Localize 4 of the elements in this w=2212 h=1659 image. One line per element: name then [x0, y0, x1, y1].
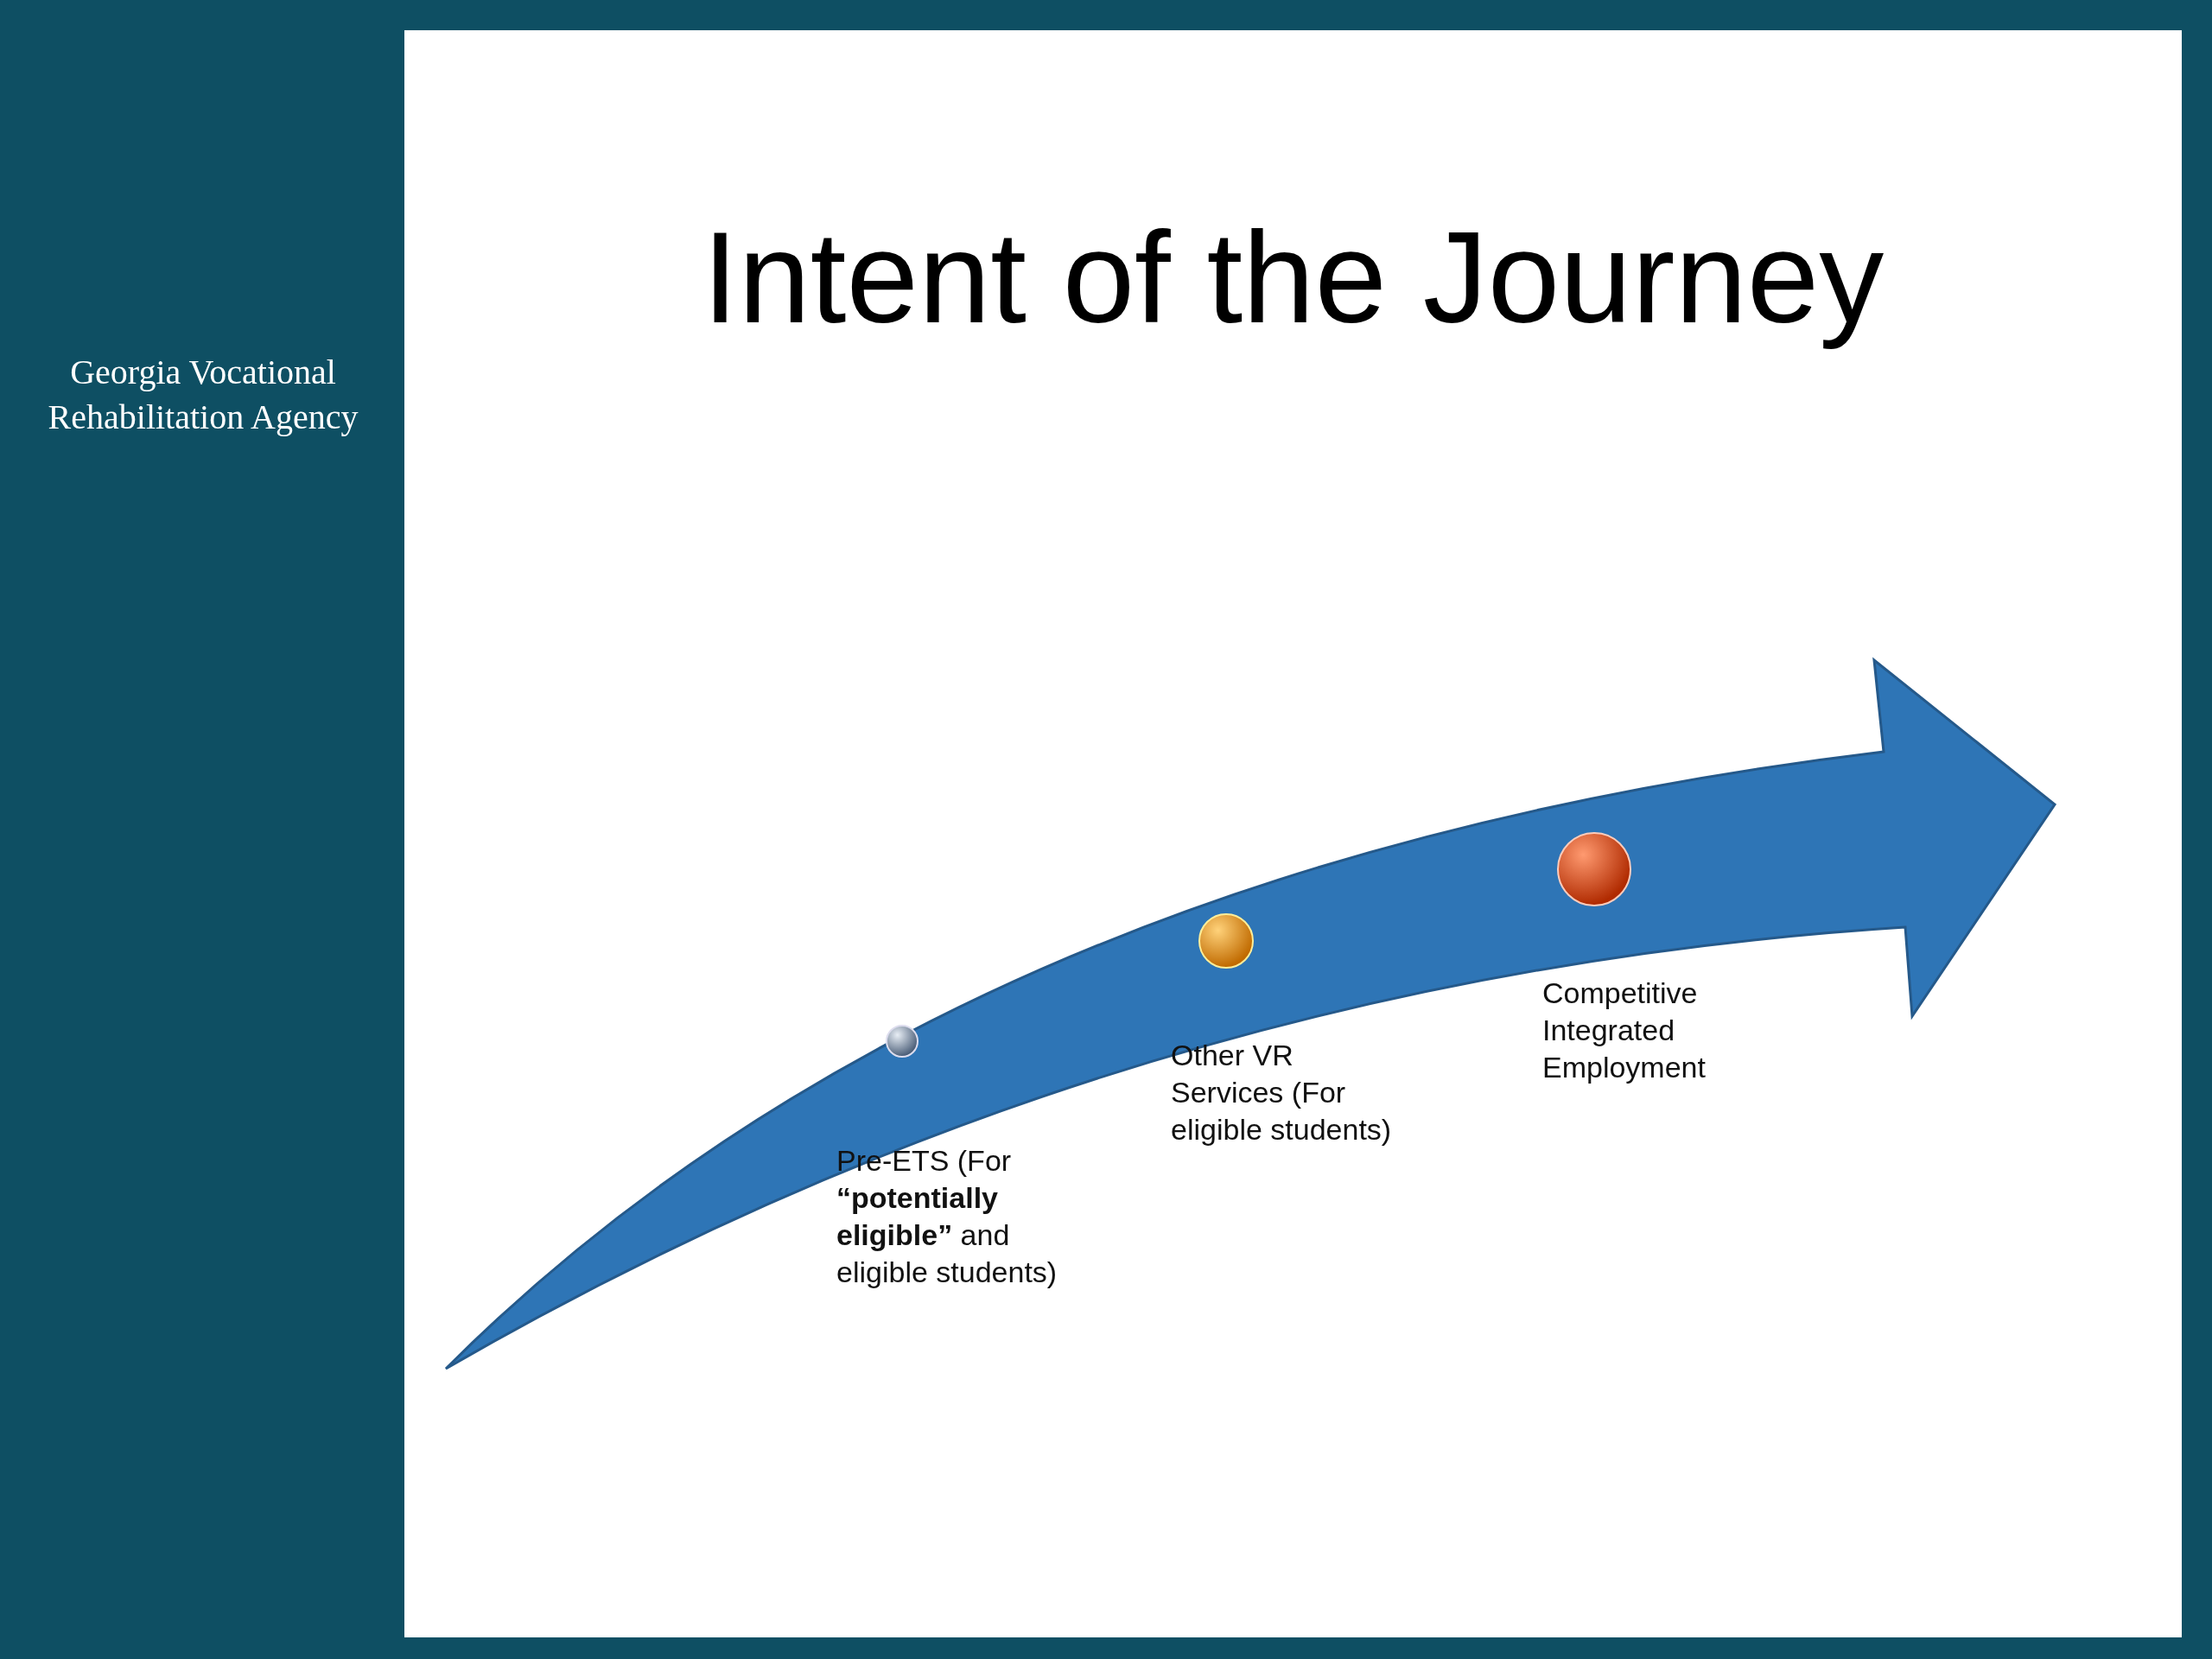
milestone-label: Competitive Integrated Employment [1542, 975, 1767, 1086]
slide-title: Intent of the Journey [701, 204, 1885, 352]
agency-name: Georgia Vocational Rehabilitation Agency [47, 352, 359, 438]
milestone-label: Other VR Services (For eligible students) [1171, 1037, 1400, 1148]
